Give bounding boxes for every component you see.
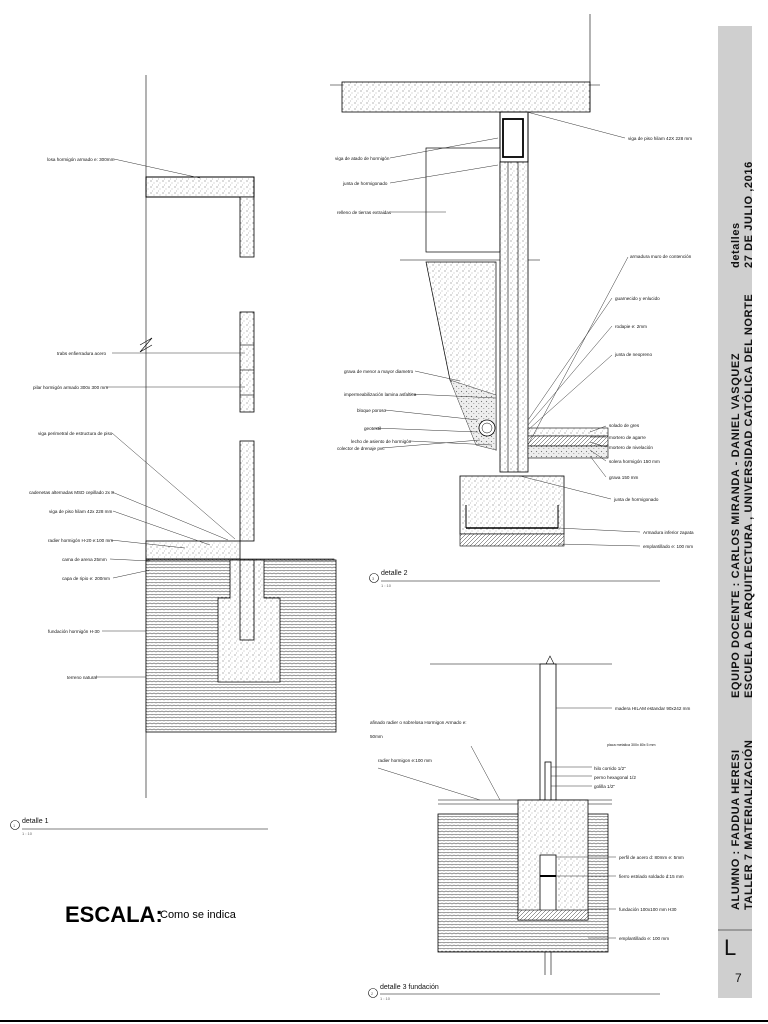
title-date: 27 DE JULIO ,2016 [743, 161, 755, 268]
d3-label-fundacion: fundación 100x100 mm H30 [619, 907, 677, 912]
d3-label-fierro: fierro estriado soldado d:15 mm [619, 874, 684, 879]
d2-label-rodapie: rodapie e: 2mm [615, 324, 647, 329]
d2-label-impermeab: impermeabilización lamina asfaltica [344, 392, 417, 397]
d3-label-emplantillado: emplantillado e: 100 mm [619, 936, 669, 941]
d3-number: 2 [371, 991, 374, 996]
d1-label-pilar: pilar hormigón armado 300x 300 mm [33, 385, 108, 390]
d1-scale: 1 : 10 [22, 831, 33, 836]
detail-1: losa hormigón armado e: 300mm trabs enfi… [10, 75, 337, 836]
d3-title: detalle 3 fundación [380, 984, 439, 991]
title-school: ESCUELA DE ARQUITECTURA , UNIVERSIDAD CA… [742, 294, 755, 698]
d2-label-lecho: lecho de asiento de hormigón [351, 439, 412, 444]
d2-title: detalle 2 [381, 570, 408, 577]
d3-scale: 1 : 10 [380, 996, 391, 1001]
d2-label-bloque: bloque poroso [357, 408, 387, 413]
d2-label-solado: solado de gres [609, 423, 640, 428]
d3-label-perfil: perfil de acero d: 80mm e: 5mm [619, 855, 684, 860]
d1-number: 1 [13, 823, 16, 828]
d3-label-golilla: golilla 1/2" [594, 784, 615, 789]
d3-label-hilo: hilo corrido 1/2" [594, 766, 626, 771]
d2-label-junta-horm: junta de hormigonado [613, 497, 659, 502]
escala-value: Como se indica [160, 909, 237, 921]
d1-label-viga-perimetral: viga perimetral de estructura de piso [38, 431, 113, 436]
title-block-background [718, 26, 752, 998]
d1-label-fundacion: fundación hormigón H-30 [48, 629, 100, 634]
d2-label-armadura: armadura muro de contención [630, 254, 692, 259]
d3-label-afinado-1: afinado radier o sobrelosa Hormigon Arma… [370, 720, 467, 725]
title-teachers: EQUIPO DOCENTE : CARLOS MIRANDA - DANIEL… [730, 353, 742, 698]
title-course: TALLER 7 MATERIALIZACIÓN [742, 740, 755, 910]
d1-label-cama-arena: cama de arena 25mm [62, 557, 107, 562]
d2-label-armadura-inf: Armadura inferior zapata [643, 530, 694, 535]
d3-label-radier: radier hormigon e:100 mm [378, 758, 432, 763]
d2-label-grava: grava de menor a mayor diametro [344, 369, 414, 374]
d3-label-placa: placa metalica 300x 80x 5 mm [607, 743, 656, 747]
d1-label-trabs: trabs enfierradura acero [57, 351, 106, 356]
d2-label-viga-piso: viga de piso hilam 42X 228 mm [628, 136, 692, 141]
d2-label-mortero-nivel: mortero de nivelación [609, 445, 653, 450]
d1-label-ripio: capa de ripio e: 200mm [62, 576, 110, 581]
d3-label-perno: perno hexagonal 1/2 [594, 775, 636, 780]
detail-3: afinado radier o sobrelosa Hormigon Arma… [368, 655, 690, 1001]
d1-label-radier: radier hormigón H-20 e:100 mm [48, 538, 113, 543]
d1-label-cadenetas: cadenetas alternadas MSD cepillado 2x 8 [29, 490, 114, 495]
d2-label-solera: solera hormigón 150 mm [609, 459, 660, 464]
d2-label-relleno: relleno de tierras extraidas [337, 210, 392, 215]
d3-label-madera: madera HILAM estandar 90x242 mm [615, 706, 690, 711]
detail-2: viga de atado de hormigón junta de hormi… [330, 14, 694, 588]
title-block: ALUMNO : FADDUA HERESI TALLER 7 MATERIAL… [718, 26, 755, 998]
d2-label-mortero-agarre: mortero de agarre [609, 435, 646, 440]
sheet-letter: L [724, 935, 736, 960]
scale-note: ESCALA: Como se indica [65, 902, 237, 927]
d2-label-colector: colector de drenaje pvc [337, 446, 385, 451]
title-sheet-type: detalles [730, 222, 742, 268]
d2-label-geotextil: geotextil [364, 426, 381, 431]
d1-title: detalle 1 [22, 818, 49, 825]
d2-number: 3 [372, 576, 375, 581]
d2-label-neopreno: junta de neopreno [614, 352, 652, 357]
sheet-number: 7 [735, 971, 742, 985]
d1-label-terreno: terreno natural [67, 675, 97, 680]
d2-label-grava-150: grava 150 mm [609, 475, 639, 480]
d2-label-junta: junta de hormigonado [342, 181, 388, 186]
d1-label-losa: losa hormigón armado e: 300mm [47, 157, 115, 162]
d2-label-emplantillado: emplantillado e: 100 mm [643, 544, 693, 549]
d1-label-viga-piso: viga de piso hilam 42x 228 mm [49, 509, 112, 514]
d2-label-guarnecido: guarnecido y enlucido [615, 296, 660, 301]
title-student: ALUMNO : FADDUA HERESI [730, 749, 742, 910]
d2-scale: 1 : 10 [381, 583, 392, 588]
d3-label-afinado-2: 50mm [370, 734, 383, 739]
d2-label-viga-atado: viga de atado de hormigón [335, 156, 390, 161]
escala-label: ESCALA: [65, 902, 163, 927]
